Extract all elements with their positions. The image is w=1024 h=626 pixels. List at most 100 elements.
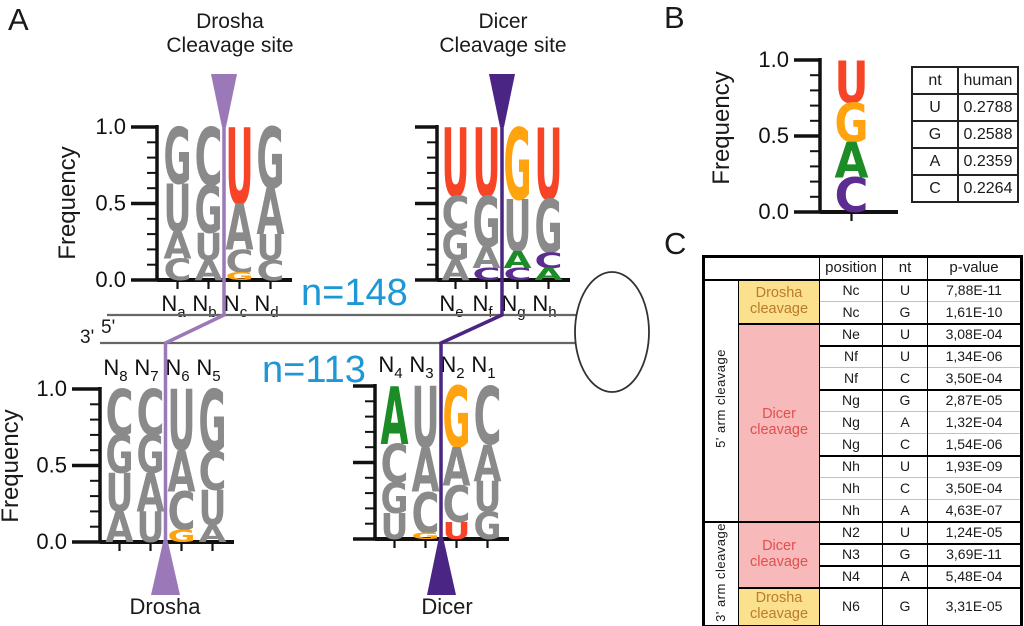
logo-letter-A: A bbox=[412, 435, 440, 506]
logo-letter-A: A bbox=[474, 434, 502, 492]
c-table-position-cell: Nh bbox=[819, 454, 883, 478]
c-table-pvalue-cell: 1,32E-04 bbox=[927, 411, 1022, 434]
logo-letter-G: G bbox=[535, 185, 563, 270]
logo-letter-G: G bbox=[835, 91, 869, 154]
logo-letter-G: G bbox=[137, 425, 165, 486]
y-axis-tick-label: 1.0 bbox=[36, 376, 67, 401]
logo-letter-A: A bbox=[195, 255, 223, 287]
drosha-site-line1: Drosha bbox=[196, 10, 264, 33]
logo-letter-G: G bbox=[257, 110, 285, 208]
logo-letter-C: C bbox=[474, 371, 502, 464]
position-label: Ne bbox=[439, 291, 463, 321]
logo-letter-U: U bbox=[442, 109, 470, 219]
y-axis-tick-label: 0.5 bbox=[758, 123, 789, 148]
logo-letter-C: C bbox=[473, 264, 501, 284]
logo-letter-U: U bbox=[137, 504, 165, 553]
c-table-pvalue-cell: 1,34E-06 bbox=[927, 344, 1022, 368]
logo-letter-G: G bbox=[474, 504, 502, 548]
position-label: N6 bbox=[165, 355, 189, 385]
logo-letter-G: G bbox=[226, 270, 254, 282]
logo-letter-A: A bbox=[835, 132, 869, 189]
b-table-freq-cell: 0.2588 bbox=[957, 120, 1019, 149]
y-axis-tick-label: 1.0 bbox=[95, 114, 126, 139]
c-table-pvalue-cell: 7,88E-11 bbox=[927, 278, 1022, 302]
logo-letter-G: G bbox=[195, 172, 223, 248]
y-axis-tick-label: 0.5 bbox=[95, 191, 126, 216]
position-label: N4 bbox=[378, 352, 402, 382]
c-table-position-cell: Nh bbox=[819, 477, 883, 500]
panel-c-label: C bbox=[664, 226, 687, 261]
dicer-site-line2: Cleavage site bbox=[439, 33, 567, 57]
position-label: N1 bbox=[471, 352, 495, 382]
c-table-position-cell: N2 bbox=[819, 520, 883, 544]
logo-letter-A: A bbox=[168, 440, 196, 505]
logo-letter-U: U bbox=[381, 506, 409, 548]
logo-letter-G: G bbox=[168, 526, 196, 546]
y-axis-tick-label: 0.0 bbox=[36, 529, 67, 554]
b-table-nt-cell: C bbox=[911, 174, 959, 203]
c-table-header-position: position bbox=[819, 256, 883, 281]
c-table-corner-cell bbox=[703, 256, 820, 281]
c-table-position-cell: Nf bbox=[819, 344, 883, 368]
c-table-pvalue-cell: 5,48E-04 bbox=[927, 564, 1022, 588]
panel-a-label: A bbox=[8, 2, 29, 37]
b-table-header-human: human bbox=[957, 66, 1019, 95]
logo-letter-A: A bbox=[164, 224, 192, 268]
c-table-pvalue-cell: 3,08E-04 bbox=[927, 322, 1022, 346]
c-table-position-cell: Nc bbox=[819, 278, 883, 302]
logo-letter-C: C bbox=[504, 264, 532, 284]
y-axis-tick-label: 0.0 bbox=[758, 199, 789, 224]
dicer-cleavage-site-title: Dicer Cleavage site bbox=[393, 10, 613, 57]
b-table-freq-cell: 0.2264 bbox=[957, 174, 1019, 203]
position-label: Ng bbox=[501, 291, 525, 321]
logo-letter-U: U bbox=[473, 109, 501, 219]
b-table-freq-cell: 0.2788 bbox=[957, 93, 1019, 122]
n-count-bottom: n=113 bbox=[262, 349, 366, 391]
position-label: N5 bbox=[196, 355, 220, 385]
b-table-nt-cell: G bbox=[911, 120, 959, 149]
c-table-pvalue-cell: 3,69E-11 bbox=[927, 542, 1022, 566]
logo-letter-G: G bbox=[412, 531, 440, 541]
drosha-bottom-arrowhead bbox=[151, 540, 180, 595]
logo-letter-C: C bbox=[137, 376, 165, 450]
b-table-nt-cell: U bbox=[911, 93, 959, 122]
n-count-top: n=148 bbox=[301, 272, 408, 314]
logo-letter-U: U bbox=[504, 185, 532, 268]
logo-letter-A: A bbox=[257, 175, 285, 249]
logo-letter-C: C bbox=[835, 169, 869, 224]
logo-letter-G: G bbox=[473, 183, 501, 263]
c-table-pvalue-cell: 3,31E-05 bbox=[927, 586, 1022, 626]
logo-letter-U: U bbox=[195, 225, 223, 269]
logo-letter-U: U bbox=[443, 518, 471, 545]
y-axis-tick-label: 0.5 bbox=[36, 453, 67, 478]
c-table-position-cell: Nh bbox=[819, 499, 883, 522]
c-table-pvalue-cell: 1,24E-05 bbox=[927, 520, 1022, 544]
c-table-header-p-value: p-value bbox=[927, 256, 1022, 281]
logo-letter-C: C bbox=[442, 187, 470, 240]
logo-letter-G: G bbox=[164, 113, 192, 203]
c-table-position-cell: N4 bbox=[819, 564, 883, 588]
logo-letter-U: U bbox=[835, 49, 869, 116]
logo-letter-A: A bbox=[226, 191, 254, 265]
logo-letter-A: A bbox=[137, 463, 165, 524]
logo-letter-A: A bbox=[535, 264, 563, 284]
drosha-site-line2: Cleavage site bbox=[166, 33, 294, 57]
logo-letter-G: G bbox=[443, 369, 471, 467]
position-label: N7 bbox=[134, 355, 158, 385]
logo-letter-U: U bbox=[168, 372, 196, 470]
c-table-pvalue-cell: 2,87E-05 bbox=[927, 388, 1022, 412]
hairpin-loop bbox=[574, 271, 650, 393]
dicer-top-arrowhead bbox=[489, 74, 515, 127]
three-prime-label: 3' bbox=[80, 327, 95, 348]
c-table-position-cell: N6 bbox=[819, 586, 883, 626]
logo-letter-C: C bbox=[535, 249, 563, 273]
